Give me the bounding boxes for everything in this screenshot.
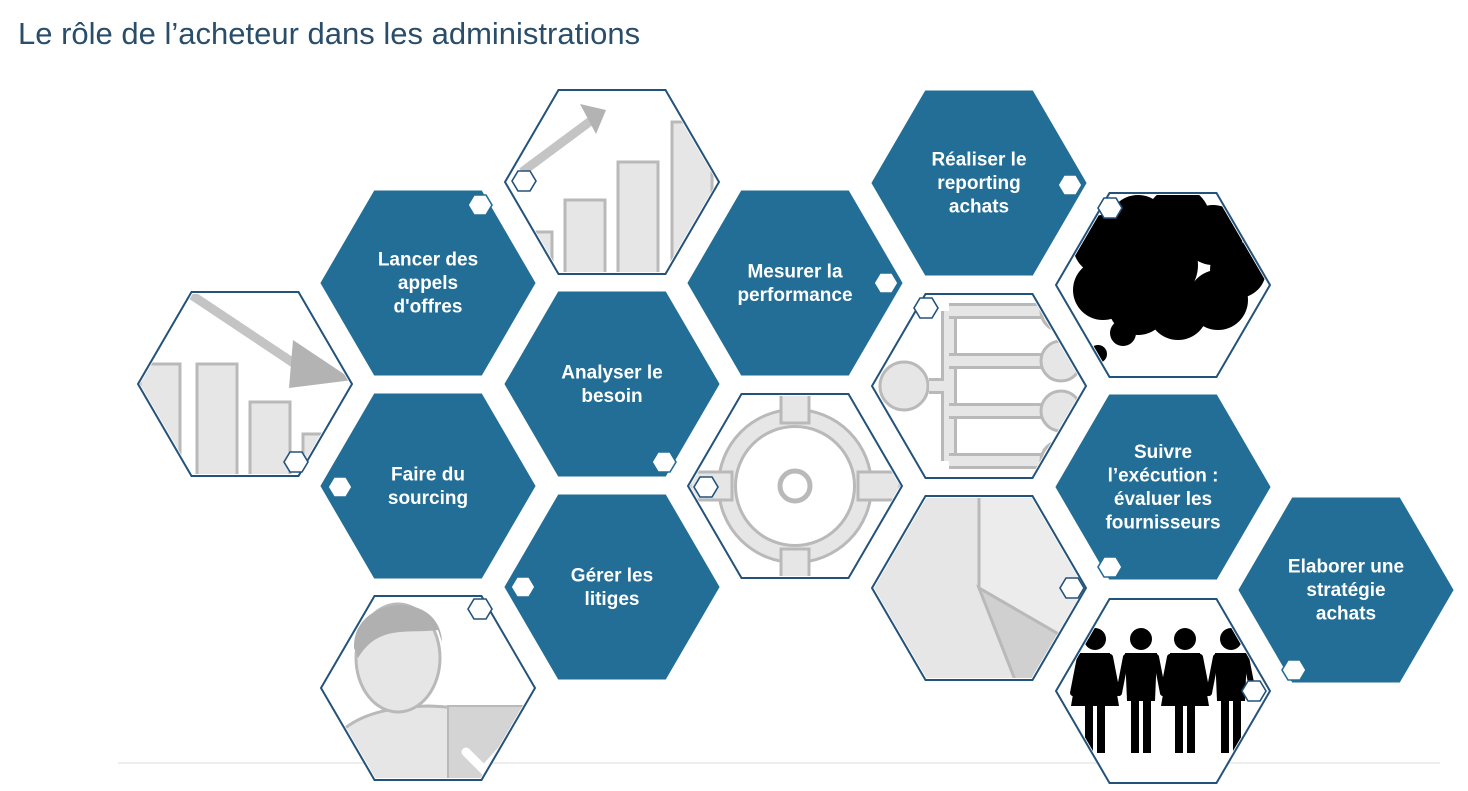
role-label-line: Réaliser le	[931, 150, 1026, 171]
role-label-line: achats	[1316, 604, 1376, 625]
gear-hexagon	[686, 393, 904, 579]
role-faire-hexagon: Faire du sourcing	[320, 393, 536, 579]
role-label-line: performance	[737, 285, 852, 306]
bar-chart-down-icon	[140, 294, 350, 474]
role-label-line: appels	[398, 273, 458, 294]
hexagon-badge-icon	[1059, 577, 1085, 599]
hexagon-badge-icon	[1241, 680, 1267, 702]
hexagon-badge-icon	[467, 598, 493, 620]
hexagon-badge-icon	[467, 194, 493, 216]
hexagon-badge-icon	[873, 272, 899, 294]
role-label-line: Gérer les	[571, 565, 653, 586]
role-gerer-hexagon: Gérer les litiges	[504, 494, 720, 680]
user-hexagon	[319, 595, 537, 781]
people-hexagon	[1054, 598, 1272, 784]
role-label-line: sourcing	[388, 488, 468, 509]
pie-hexagon	[870, 495, 1088, 681]
role-label-line: Suivre	[1134, 442, 1192, 463]
hexagon-badge-icon	[1097, 556, 1123, 578]
role-label-line: Lancer des	[378, 250, 478, 271]
bars-down-hexagon	[136, 291, 354, 477]
hexagon-badge-icon	[1097, 197, 1123, 219]
role-label-line: Faire du	[391, 464, 465, 485]
bars-up-hexagon	[503, 89, 721, 275]
role-mesurer-hexagon: Mesurer la performance	[687, 190, 903, 376]
hexagon-badge-icon	[1057, 174, 1083, 196]
role-label-line: fournisseurs	[1105, 512, 1220, 533]
thought-hexagon	[1054, 192, 1272, 378]
network-hexagon	[870, 293, 1088, 479]
hexagon-badge-icon	[693, 476, 719, 498]
hexagon-badge-icon	[1281, 659, 1307, 681]
role-label-line: stratégie	[1306, 580, 1385, 601]
role-analyser-hexagon: Analyser le besoin	[504, 291, 720, 477]
role-label-line: achats	[949, 197, 1009, 218]
role-label-line: l’exécution :	[1108, 465, 1219, 486]
people-icon	[1070, 628, 1256, 753]
role-label-line: Mesurer la	[747, 261, 842, 282]
pie-chart-icon	[874, 498, 1084, 678]
hexagon-badge-icon	[511, 170, 537, 192]
role-label-line: évaluer les	[1114, 489, 1212, 510]
role-label-line: litiges	[585, 589, 640, 610]
role-label-line: reporting	[937, 173, 1020, 194]
role-label-line: Analyser le	[561, 362, 662, 383]
page-title: Le rôle de l’acheteur dans les administr…	[18, 16, 641, 51]
hexagon-badge-icon	[913, 297, 939, 319]
hexagon-badge-icon	[283, 451, 309, 473]
hexagon-badge-icon	[327, 476, 353, 498]
thought-bubble-icon	[1073, 195, 1266, 363]
role-label-line: besoin	[581, 386, 642, 407]
hexagon-badge-icon	[651, 451, 677, 473]
role-label-line: d'offres	[394, 297, 463, 318]
hexagon-badge-icon	[510, 576, 536, 598]
role-label-line: Elaborer une	[1288, 557, 1404, 578]
